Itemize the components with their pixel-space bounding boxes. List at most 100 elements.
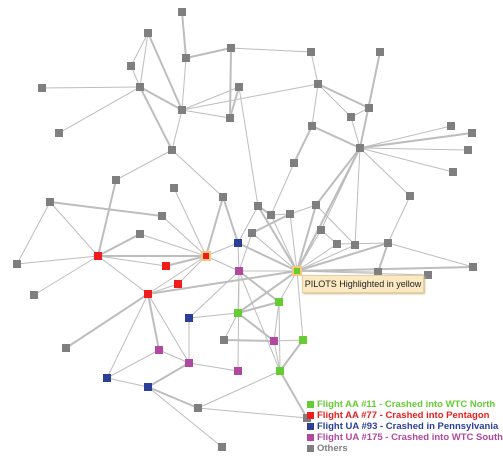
graph-node [365, 104, 373, 112]
graph-node [227, 44, 235, 52]
graph-node [155, 346, 163, 354]
legend-label-others: Others [317, 443, 348, 454]
graph-edge [173, 187, 207, 257]
legend-swatch-aa77 [307, 412, 314, 419]
graph-edge [238, 270, 281, 372]
graph-edge [296, 147, 361, 272]
graph-node [351, 241, 359, 249]
graph-edge [165, 255, 207, 267]
graph-edge [359, 147, 411, 197]
graph-edge [296, 270, 304, 341]
graph-edge [296, 229, 322, 272]
graph-edge [197, 407, 308, 419]
graph-node [314, 80, 322, 88]
graph-edge [181, 109, 231, 119]
graph-edge [311, 83, 319, 127]
graph-edge [350, 116, 361, 149]
graph-node [144, 29, 152, 37]
graph-node [201, 251, 211, 261]
graph-edge [147, 293, 160, 351]
graph-edge [311, 125, 361, 149]
graph-edge [33, 255, 99, 296]
graph-node [103, 374, 111, 382]
graph-edge [238, 232, 253, 272]
graph-node [290, 159, 298, 167]
graph-node [38, 84, 46, 92]
graph-node [449, 168, 457, 176]
legend-swatch-ua93 [307, 423, 314, 430]
graph-edge [237, 205, 259, 244]
graph-edge [181, 11, 187, 59]
graph-edge [161, 215, 207, 257]
graph-edge [296, 266, 474, 272]
legend-item-aa11: Flight AA #11 - Crashed into WTC North [307, 399, 495, 410]
graph-edge [171, 149, 224, 198]
graph-node [13, 260, 21, 268]
graph-node [468, 129, 476, 137]
graph-node [308, 122, 316, 130]
network-graph [13, 8, 477, 451]
legend-item-aa77: Flight AA #77 - Crashed into Pentagon [307, 410, 489, 421]
graph-node [219, 193, 227, 201]
graph-edge [16, 201, 51, 265]
graph-edge [237, 301, 280, 314]
graph-node [299, 336, 307, 344]
graph-edge [188, 270, 240, 319]
graph-edge [106, 377, 149, 388]
legend: Flight AA #11 - Crashed into WTC North F… [307, 399, 503, 454]
graph-node [447, 122, 455, 130]
graph-node [307, 48, 315, 56]
graph-node [356, 144, 364, 152]
graph-edge [223, 339, 275, 342]
graph-node [136, 83, 144, 91]
graph-edge [273, 340, 281, 372]
graph-edge [257, 205, 298, 272]
graph-edge [147, 293, 190, 364]
graph-edge [359, 125, 452, 149]
graph-node [376, 48, 384, 56]
graph-node [270, 337, 278, 345]
legend-label-ua175: Flight UA #175 - Crashed into WTC South [317, 432, 503, 443]
graph-node [194, 404, 202, 412]
graph-edge [273, 301, 280, 342]
graph-edge [251, 232, 298, 272]
graph-edge [296, 243, 338, 272]
graph-edge [296, 204, 317, 272]
graph-edge [49, 201, 163, 217]
graph-node [144, 383, 152, 391]
graph-edge [171, 109, 183, 151]
graph-edge [317, 83, 352, 118]
graph-node [464, 146, 472, 154]
graph-node [384, 239, 392, 247]
graph-edge [97, 179, 117, 257]
graph-node [30, 291, 38, 299]
graph-edge [278, 270, 298, 303]
graph-edge [130, 32, 149, 67]
graph-edge [273, 339, 304, 342]
graph-node [374, 268, 382, 276]
graph-node [127, 62, 135, 70]
graph-node [333, 240, 341, 248]
graph-edge [106, 293, 149, 379]
legend-swatch-others [307, 445, 314, 452]
graph-node [406, 192, 414, 200]
graph-edge [139, 86, 173, 151]
graph-edge [296, 242, 389, 272]
graph-edge [158, 349, 190, 364]
legend-swatch-aa11 [307, 401, 314, 408]
graph-node [174, 280, 182, 288]
graph-edge [205, 196, 224, 257]
graph-edge [97, 255, 149, 295]
graph-edge [188, 312, 239, 319]
graph-edge [359, 51, 381, 149]
graph-node [94, 252, 102, 260]
graph-node [62, 344, 70, 352]
graph-edge [279, 370, 308, 419]
graph-node [234, 309, 242, 317]
graph-edge [279, 339, 304, 372]
graph-node [182, 54, 190, 62]
graph-edge [377, 242, 389, 273]
graph-edge [237, 242, 298, 272]
graph-node [235, 267, 243, 275]
graph-edge [222, 196, 239, 244]
